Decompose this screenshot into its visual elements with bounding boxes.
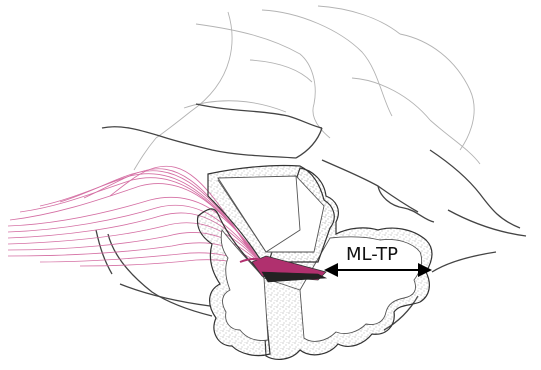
background-brain-outline: [134, 6, 480, 170]
measurement-label: ML-TP: [346, 244, 398, 265]
